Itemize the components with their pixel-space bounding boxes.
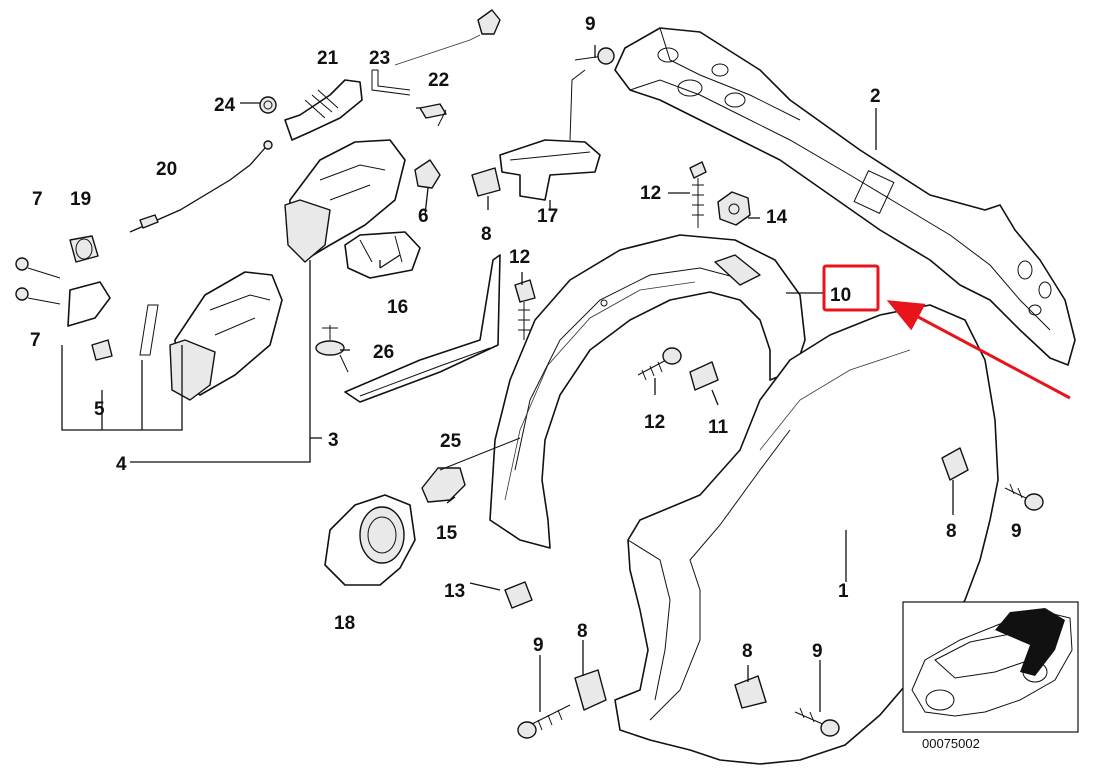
highlight-box [822,264,880,312]
label-8-bottom-left: 8 [577,621,588,642]
fender-part [614,304,999,765]
label-1: 1 [838,581,849,602]
label-22: 22 [428,70,449,91]
label-2: 2 [870,86,881,107]
callout-labels: 1 2 3 4 5 6 7 7 8 8 8 8 9 9 9 9 10 11 12… [30,14,1022,662]
inset-reference-number: 00075002 [922,736,980,751]
rear-panel-part [614,27,1076,366]
label-16: 16 [387,297,408,318]
label-8-top: 8 [481,224,492,245]
small-clips [15,159,441,373]
label-12-top: 12 [640,183,661,204]
label-9-top: 9 [585,14,596,35]
label-7-bottom: 7 [30,330,41,351]
label-3: 3 [328,430,339,451]
label-25: 25 [440,431,462,452]
label-12-bottom: 12 [644,412,665,433]
label-19: 19 [70,189,91,210]
label-15: 15 [436,523,458,544]
highlight-arrow [886,300,1071,400]
label-20: 20 [156,159,177,180]
label-9-right: 9 [1011,521,1022,542]
location-inset [902,601,1079,733]
fuel-flap-part-4 [169,271,283,401]
label-17: 17 [537,206,558,227]
label-26: 26 [373,342,394,363]
label-23: 23 [369,48,390,69]
label-9-bottom-right: 9 [812,641,823,662]
hinge-assembly [259,9,501,141]
label-4: 4 [116,454,127,475]
label-24: 24 [214,95,236,116]
label-12-middle: 12 [509,247,530,268]
label-21: 21 [317,48,339,69]
bracket-25-part [344,254,501,403]
leader-lines [61,45,954,712]
label-9-bottom-left: 9 [533,635,544,656]
label-8-right: 8 [946,521,957,542]
fuel-flap-part-3 [284,139,406,263]
label-8-bottom-right: 8 [742,641,753,662]
release-cable-part [69,140,273,263]
label-13: 13 [444,581,465,602]
wheel-arch-liner-part [489,234,806,549]
label-10: 10 [830,285,851,306]
label-11: 11 [708,417,729,438]
fasteners [324,161,1044,739]
bracket-17-part [471,47,615,201]
label-14: 14 [766,207,788,228]
label-18: 18 [334,613,355,634]
label-5: 5 [94,399,105,420]
label-7-top: 7 [32,189,43,210]
label-6: 6 [418,206,429,227]
